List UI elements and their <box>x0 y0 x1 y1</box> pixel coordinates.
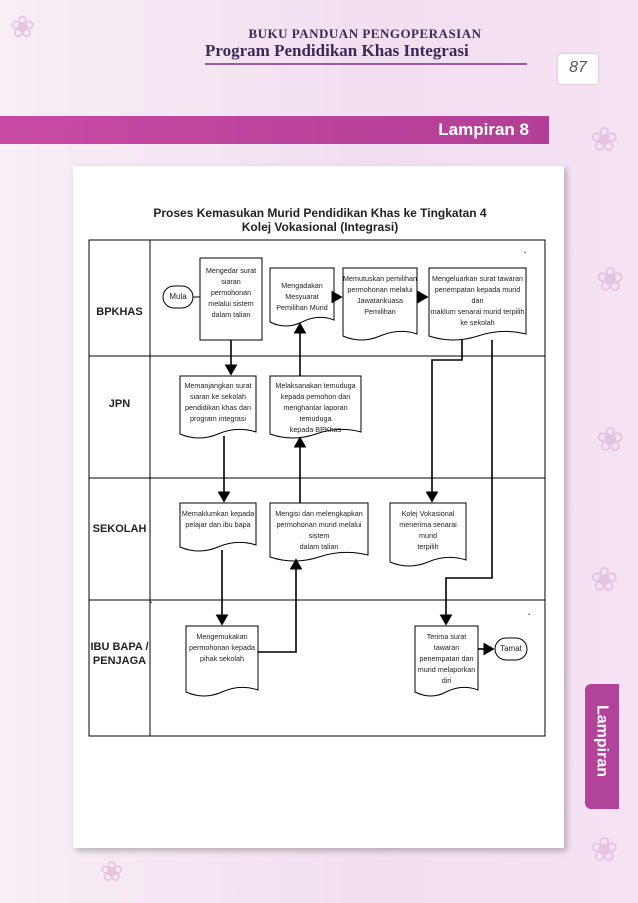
ornament-icon: ❀ <box>596 421 625 459</box>
document-shape <box>179 375 257 439</box>
document-shape <box>342 267 418 341</box>
section-bar-label: Lampiran 8 <box>438 120 529 139</box>
step-p2: Terima surat tawaran penempatan dan muri… <box>417 632 476 685</box>
step-b1: Mengedar surat siaran permohonan melalui… <box>205 266 257 319</box>
diagram-title-line2: Kolej Vokasional (Integrasi) <box>241 220 399 234</box>
document-shape <box>389 502 467 567</box>
step-s3: Kolej Vokasional menerima senarai murid … <box>399 509 457 551</box>
step-s2: Mengisi dan melengkapkan permohonan muri… <box>275 509 363 551</box>
step-b3: Memutuskan pemilihan permohonan melalui … <box>343 274 417 316</box>
page-number-box <box>558 54 598 84</box>
ornament-icon: ❀ <box>590 121 619 159</box>
header-top-line: BUKU PANDUAN PENGOPERASIAN <box>248 26 482 41</box>
step-s1: Memaklumkan kepada pelajar dan ibu bapa <box>181 509 255 529</box>
step-box <box>199 257 263 341</box>
swimlane-frame <box>88 239 546 737</box>
ornament-icon: ❀ <box>590 561 619 599</box>
document-shape <box>269 502 369 562</box>
diagram-title-line1: Proses Kemasukan Murid Pendidikan Khas k… <box>153 206 487 220</box>
stray-mark: . <box>524 246 527 255</box>
step-j2: Melaksanakan temuduga kepada pemohon dan… <box>275 381 356 434</box>
ornament-icon: ❀ <box>10 11 36 44</box>
document-shape <box>269 375 362 439</box>
step-j1: Memanjangkan surat siaran ke sekolah pen… <box>184 381 252 423</box>
step-p1: Mengemukakan permohonan kepada pihak sek… <box>189 632 255 663</box>
start-label: Mula <box>169 292 187 301</box>
lane-label-ibu-bapa: IBU BAPA / PENJAGA <box>90 641 149 667</box>
document-shape <box>179 502 257 552</box>
stray-mark: . <box>150 596 153 605</box>
step-b4: Mengeluarkan surat tawaran penempatan ke… <box>430 274 525 327</box>
header-underline <box>205 63 527 65</box>
step-b2: Mengadakan Mesyuarat Pemilihan Murid <box>276 281 328 312</box>
side-tab: Lampiran <box>585 684 619 809</box>
section-bar: Lampiran 8 <box>0 116 549 144</box>
page-number: 87 <box>569 59 587 76</box>
diagram-title: Proses Kemasukan Murid Pendidikan Khas k… <box>130 206 510 234</box>
document-shape <box>428 267 527 341</box>
end-terminator <box>494 637 528 661</box>
document-shape <box>269 267 335 327</box>
lane-label-jpn: JPN <box>108 398 131 410</box>
book-header: BUKU PANDUAN PENGOPERASIAN Program Pendi… <box>205 26 527 65</box>
lane-label-sekolah: SEKOLAH <box>92 523 147 535</box>
document-shape <box>185 625 259 697</box>
end-label: Tamat <box>500 644 522 653</box>
stray-mark: . <box>528 608 531 617</box>
ornament-icon: ❀ <box>590 831 619 869</box>
ornament-icon: ❀ <box>100 856 124 887</box>
document-shape <box>414 625 479 697</box>
ornament-icon: ❀ <box>596 261 625 299</box>
header-main-line: Program Pendidikan Khas Integrasi <box>205 41 469 60</box>
lane-label-bpkhas: BPKHAS <box>96 306 143 318</box>
